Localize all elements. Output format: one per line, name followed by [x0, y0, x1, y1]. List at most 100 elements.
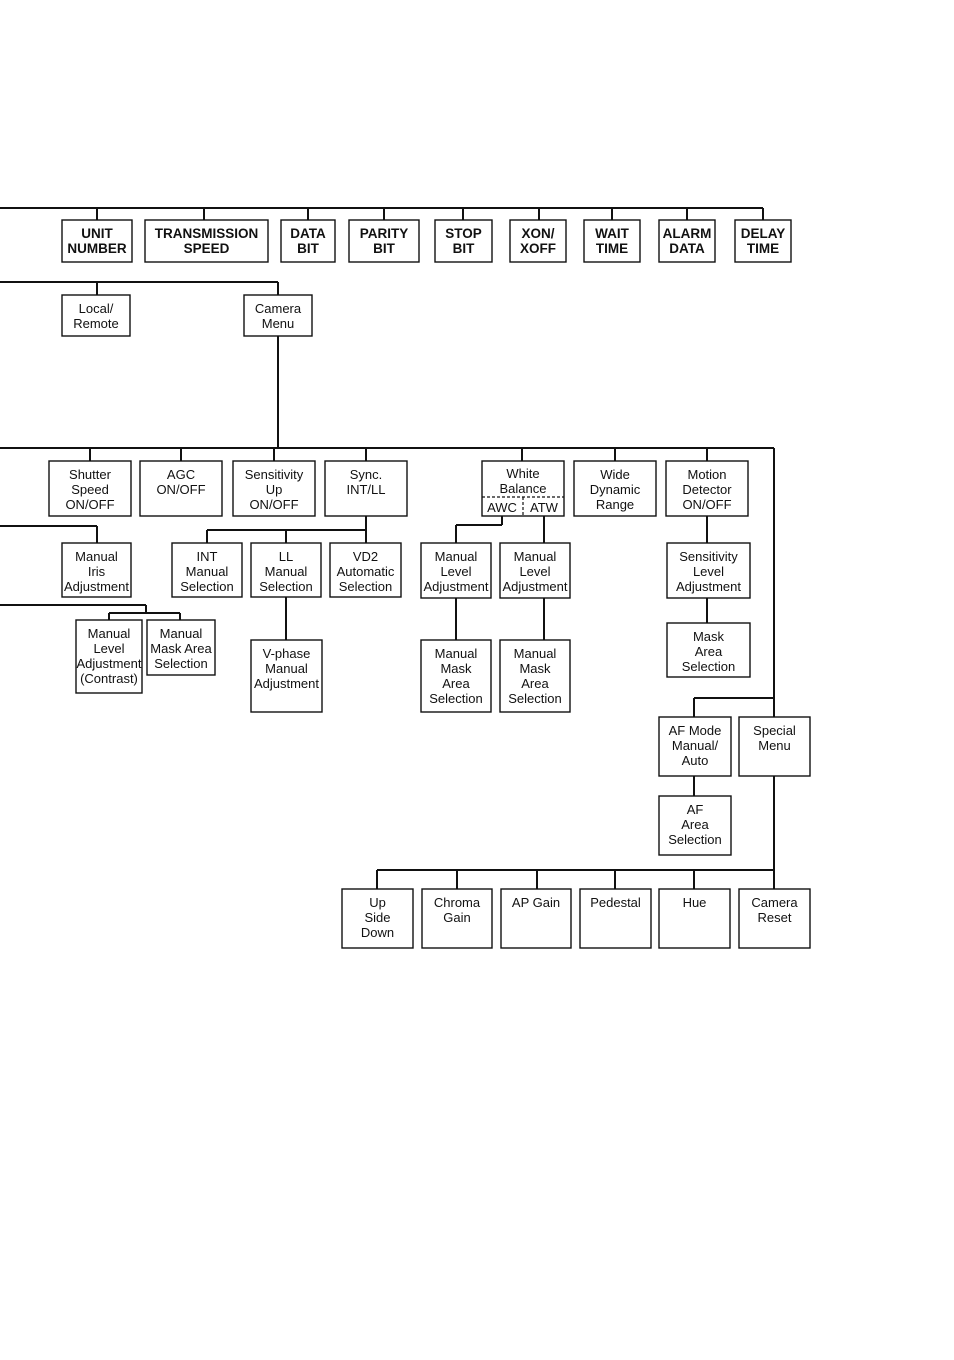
node-label-line: Manual	[75, 549, 118, 564]
node-label-line: ON/OFF	[249, 497, 298, 512]
node-label-line: Mask	[440, 661, 472, 676]
node-label-line: ON/OFF	[156, 482, 205, 497]
node-label-line: Menu	[262, 316, 295, 331]
node-label-line: Up	[266, 482, 283, 497]
node-label-line: AF Mode	[669, 723, 722, 738]
node-label-line: Motion	[687, 467, 726, 482]
node-label-line: AP Gain	[512, 895, 560, 910]
node-label-line: Mask	[519, 661, 551, 676]
node-label-line: Up	[369, 895, 386, 910]
node-label-line: Speed	[71, 482, 109, 497]
node-sync: Sync.INT/LL	[324, 460, 408, 517]
node-frame	[139, 460, 223, 517]
node-frame	[583, 219, 641, 263]
node-label-line: DATA	[290, 226, 326, 241]
node-frame	[666, 542, 751, 599]
node-label-line: TIME	[747, 241, 779, 256]
node-label-line: Automatic	[337, 564, 395, 579]
node-label-line: ON/OFF	[65, 497, 114, 512]
node-frame	[738, 888, 811, 949]
node-label-line: V-phase	[263, 646, 311, 661]
node-frame	[48, 460, 132, 517]
node-label-line: Dynamic	[590, 482, 641, 497]
node-label-line: Adjustment	[64, 579, 129, 594]
node-label-line: Manual	[265, 564, 308, 579]
node-frame	[61, 542, 132, 598]
node-label-line: Manual/	[672, 738, 719, 753]
node-ap-gain: AP Gain	[500, 888, 572, 949]
node-label-line: White	[506, 466, 539, 481]
node-label-line: Area	[442, 676, 470, 691]
node-label-line: LL	[279, 549, 293, 564]
node-label-line: Selection	[429, 691, 482, 706]
node-label-line: Reset	[758, 910, 792, 925]
node-label-line: Level	[519, 564, 550, 579]
node-label-line: Manual	[514, 549, 557, 564]
node-label-line: Iris	[88, 564, 106, 579]
node-label-line: Adjustment	[676, 579, 741, 594]
node-frame	[146, 619, 216, 676]
node-label-line: Pedestal	[590, 895, 641, 910]
awc-label: AWC	[487, 500, 517, 515]
node-frame	[658, 219, 716, 263]
node-label-line: Local/	[79, 301, 114, 316]
node-label-line: Camera	[255, 301, 302, 316]
node-frame	[499, 639, 571, 713]
node-frame	[499, 542, 571, 599]
node-label-line: Gain	[443, 910, 470, 925]
node-frame	[243, 294, 313, 337]
node-label-line: ON/OFF	[682, 497, 731, 512]
node-frame	[250, 542, 322, 598]
node-label-line: Sensitivity	[679, 549, 738, 564]
node-frame	[232, 460, 316, 517]
node-label-line: Selection	[259, 579, 312, 594]
node-xon-xoff: XON/XOFF	[509, 219, 567, 263]
node-label-line: STOP	[445, 226, 482, 241]
node-label-line: BIT	[373, 241, 396, 256]
node-label-line: Selection	[180, 579, 233, 594]
node-frame	[658, 795, 732, 856]
node-label-line: INT/LL	[346, 482, 385, 497]
node-label-line: Area	[521, 676, 549, 691]
node-label-line: Manual	[88, 626, 131, 641]
node-frame	[573, 460, 657, 517]
atw-label: ATW	[530, 500, 559, 515]
node-label-line: Selection	[154, 656, 207, 671]
node-frame	[734, 219, 792, 263]
node-label-line: BIT	[297, 241, 320, 256]
node-label-line: Selection	[668, 832, 721, 847]
node-label-line: Menu	[758, 738, 791, 753]
node-label-line: Range	[596, 497, 634, 512]
node-label-line: Manual	[186, 564, 229, 579]
node-frame	[144, 219, 269, 263]
node-label-line: Level	[440, 564, 471, 579]
node-label-line: Detector	[682, 482, 732, 497]
node-label-line: Camera	[751, 895, 798, 910]
node-label-line: Down	[361, 925, 394, 940]
node-frame	[579, 888, 652, 949]
node-frame	[481, 460, 565, 517]
node-frame	[61, 219, 133, 263]
node-frame	[341, 888, 414, 949]
node-frame	[75, 619, 143, 694]
